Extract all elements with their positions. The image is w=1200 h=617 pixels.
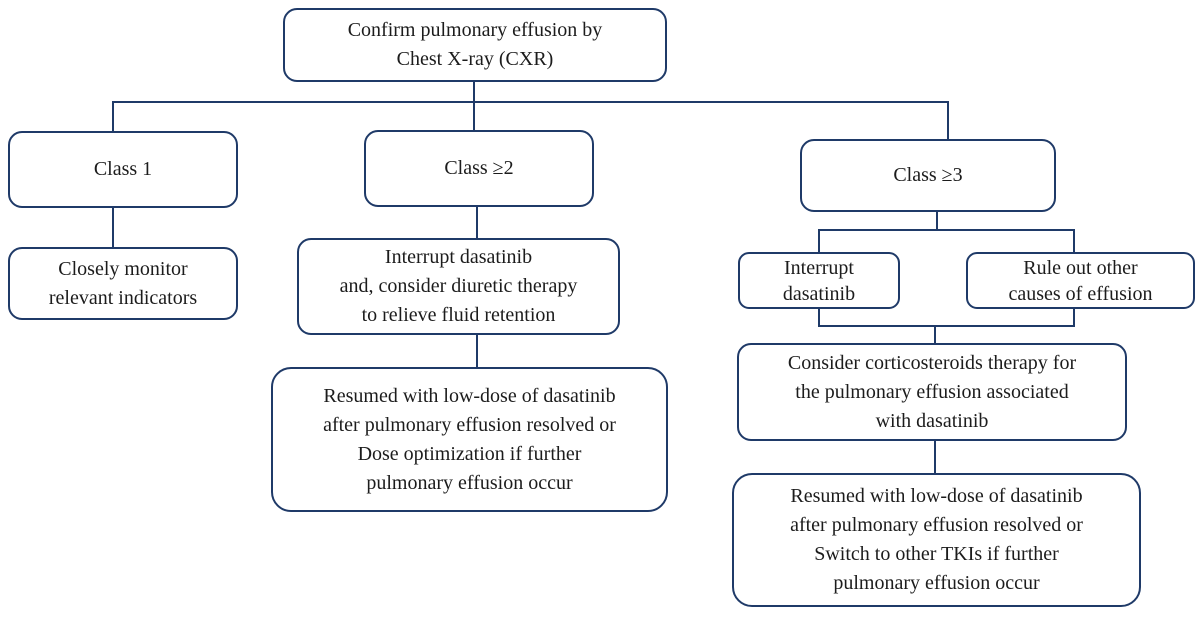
connector: [947, 101, 949, 141]
connector: [1073, 229, 1075, 254]
node-corticosteroids: Consider corticosteroids therapy for the…: [737, 343, 1127, 441]
connector: [112, 101, 949, 103]
node-class-ge3: Class ≥3: [800, 139, 1056, 212]
connector: [934, 440, 936, 475]
node-confirm-cxr: Confirm pulmonary effusion by Chest X-ra…: [283, 8, 667, 82]
node-resume-switch-tki: Resumed with low-dose of dasatinib after…: [732, 473, 1141, 607]
connector: [112, 206, 114, 249]
connector: [473, 82, 475, 132]
node-resume-dose-optimization: Resumed with low-dose of dasatinib after…: [271, 367, 668, 512]
node-rule-out-causes: Rule out other causes of effusion: [966, 252, 1195, 309]
node-interrupt-diuretic: Interrupt dasatinib and, consider diuret…: [297, 238, 620, 335]
node-interrupt-dasatinib: Interrupt dasatinib: [738, 252, 900, 309]
connector: [936, 211, 938, 230]
connector: [476, 334, 478, 369]
connector: [818, 308, 820, 327]
connector: [112, 101, 114, 133]
connector: [818, 229, 820, 254]
node-class-ge2: Class ≥2: [364, 130, 594, 207]
connector: [934, 325, 936, 345]
connector: [476, 206, 478, 240]
node-class-1: Class 1: [8, 131, 238, 208]
connector: [818, 325, 1075, 327]
connector: [818, 229, 1075, 231]
node-monitor-indicators: Closely monitor relevant indicators: [8, 247, 238, 320]
connector: [1073, 308, 1075, 327]
